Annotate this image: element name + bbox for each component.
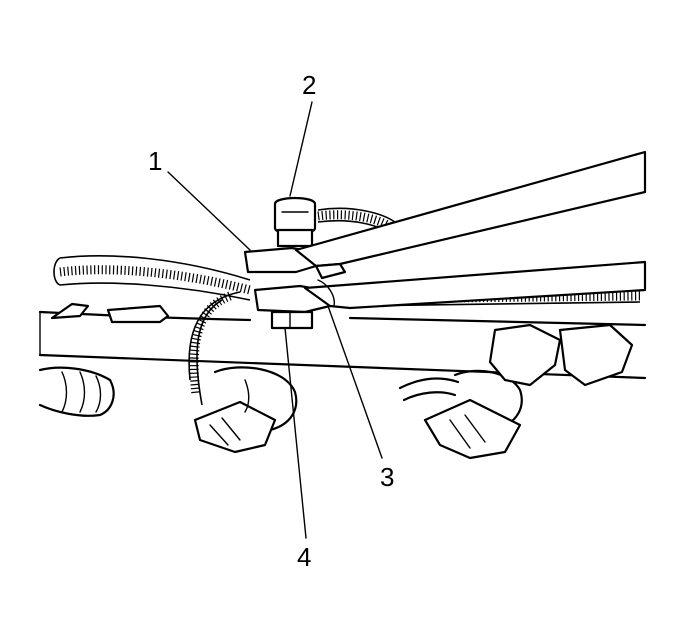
callout-1: 1	[148, 146, 162, 176]
fuel-injector-right	[398, 369, 523, 460]
callout-2: 2	[302, 70, 316, 100]
harness-clip	[50, 302, 170, 324]
injector-cup-right	[488, 323, 634, 387]
callout-4: 4	[297, 542, 311, 572]
lower-wrench	[253, 260, 647, 314]
upper-wrench	[243, 150, 647, 280]
callout-3: 3	[380, 462, 394, 492]
fuel-rail-fitting-nut	[270, 310, 314, 330]
callout-leaders	[167, 101, 383, 539]
fuel-injector-left	[38, 366, 115, 417]
fuel-injector-center	[193, 366, 298, 454]
fuel-pressure-fitting	[273, 196, 317, 248]
